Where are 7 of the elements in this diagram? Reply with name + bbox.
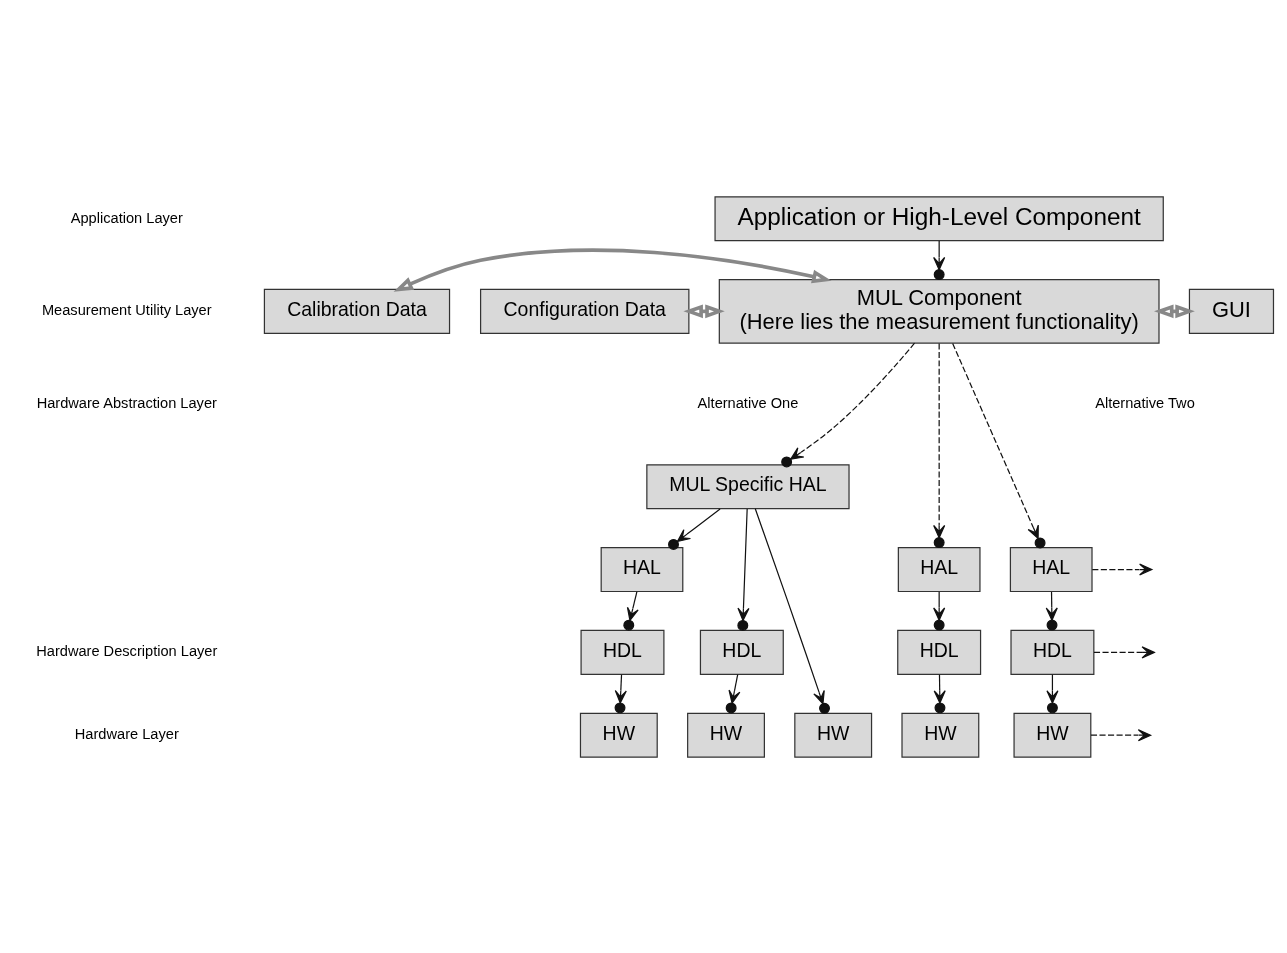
label: Hardware Abstraction Layer (36, 394, 217, 411)
label: Hardware Description Layer (36, 642, 218, 659)
label: Application Layer (70, 209, 183, 226)
label: Alternative One (697, 394, 799, 411)
label: Alternative Two (1095, 394, 1195, 411)
label: Measurement Utility Layer (41, 301, 212, 318)
label: Hardware Layer (74, 725, 179, 742)
